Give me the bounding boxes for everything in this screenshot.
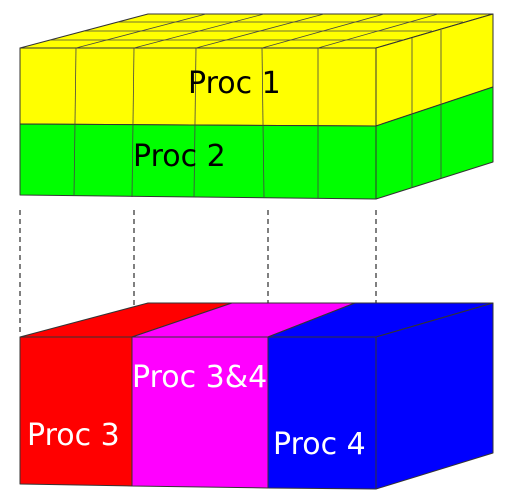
proc2-side-face: [375, 86, 494, 200]
proc3-front-face: [19, 336, 133, 487]
proc34-label: Proc 3&4: [132, 360, 267, 395]
proc1-label: Proc 1: [188, 66, 281, 101]
proc4-front-face: [267, 336, 377, 490]
bottom-block: Proc 3 Proc 3&4 Proc 4: [19, 302, 494, 490]
proc2-label: Proc 2: [133, 139, 226, 174]
proc4-label: Proc 4: [273, 427, 366, 462]
side-face-grid: [411, 30, 442, 188]
top-block: Proc 1 Proc 2: [19, 13, 494, 200]
proc4-side-face: [375, 302, 494, 490]
front-face-grid: [73, 47, 319, 199]
alignment-guides: [19, 210, 377, 335]
proc3-label: Proc 3: [27, 418, 120, 453]
top-face-grid: [50, 13, 463, 49]
